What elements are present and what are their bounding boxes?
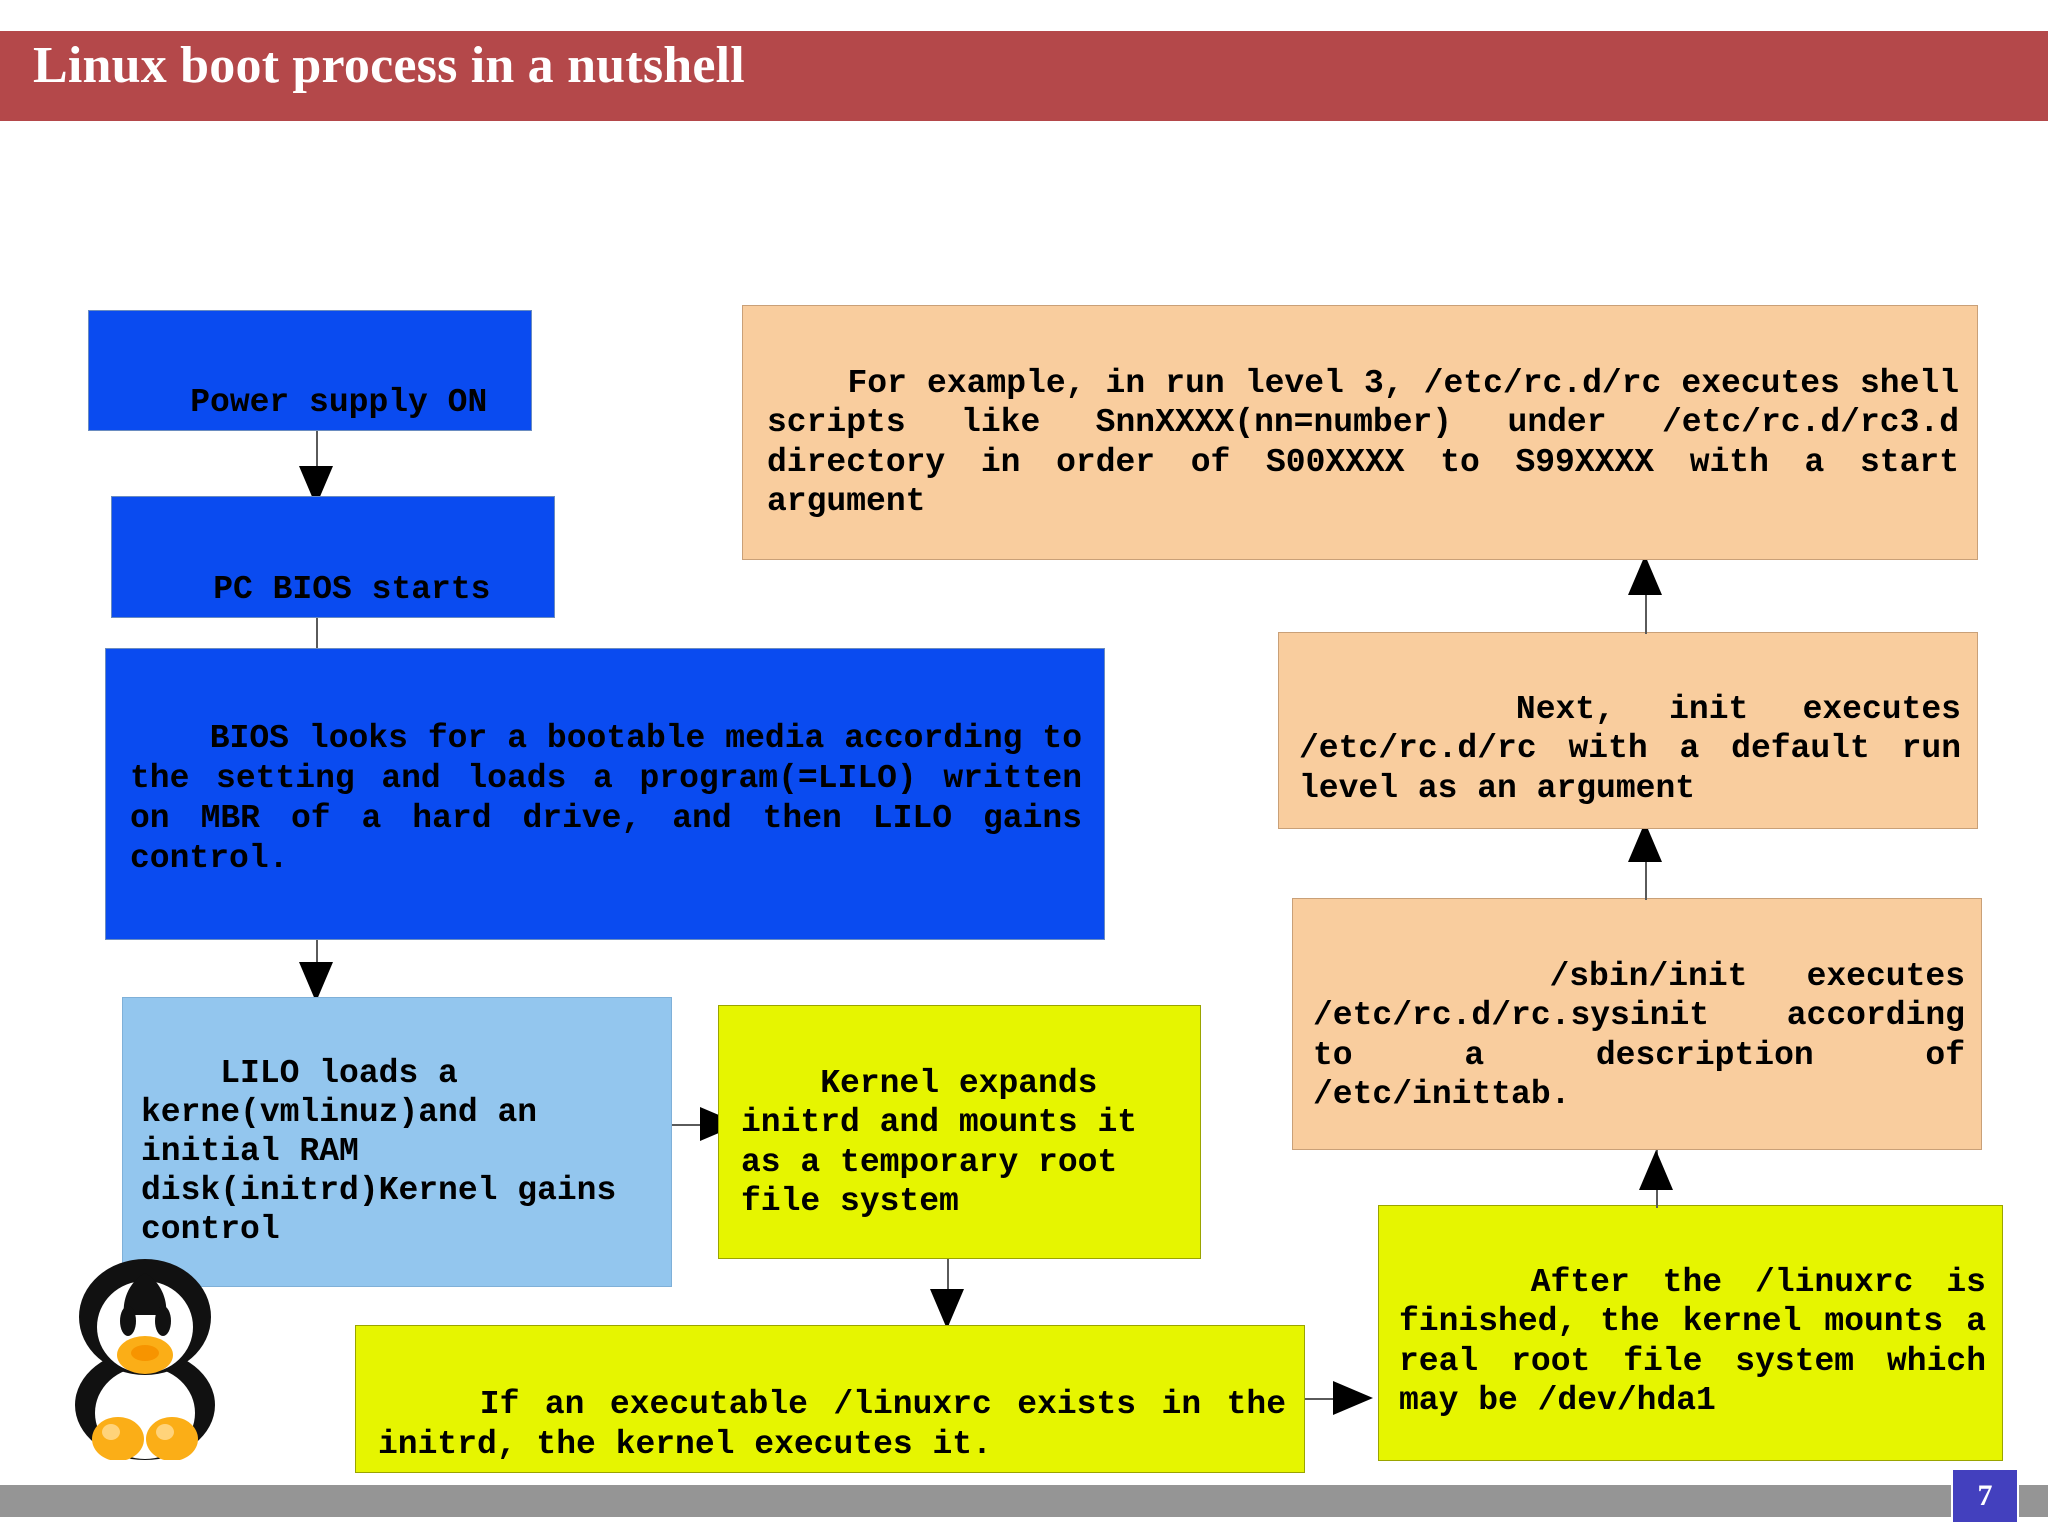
page-title: Linux boot process in a nutshell	[33, 37, 745, 94]
flow-box-pc-bios: PC BIOS starts	[111, 496, 555, 618]
flow-box-after-linuxrc-text: After the /linuxrc is finished, the kern…	[1399, 1263, 1986, 1420]
flow-box-next-init-text: Next, init executes /etc/rc.d/rc with a …	[1299, 690, 1961, 807]
flow-box-for-example-text: For example, in run level 3, /etc/rc.d/r…	[767, 364, 1978, 521]
flow-box-kernel-expands-text: Kernel expands initrd and mounts it as a…	[741, 1064, 1157, 1221]
page-number-badge: 7	[1951, 1468, 2019, 1524]
flow-box-next-init: Next, init executes /etc/rc.d/rc with a …	[1278, 632, 1978, 829]
flow-box-for-example: For example, in run level 3, /etc/rc.d/r…	[742, 305, 1978, 560]
arrow-after-to-sbininit	[1639, 1150, 1673, 1190]
arrow-linuxrc-to-after	[1333, 1381, 1373, 1415]
flow-box-power-supply-text: Power supply ON	[190, 383, 488, 421]
arrow-next-to-example	[1628, 555, 1662, 595]
flow-box-sbin-init: /sbin/init executes /etc/rc.d/rc.sysinit…	[1292, 898, 1982, 1150]
connector-line-next-to-example	[1645, 560, 1647, 634]
flow-box-bios-looks: BIOS looks for a bootable media accordin…	[105, 648, 1105, 940]
flow-box-pc-bios-text: PC BIOS starts	[213, 570, 491, 608]
arrow-lookup-to-lilo	[299, 962, 333, 1002]
flow-box-lilo-loads-text: LILO loads a kerne(vmlinuz)and an initia…	[141, 1054, 637, 1248]
flow-box-lilo-loads: LILO loads a kerne(vmlinuz)and an initia…	[122, 997, 672, 1287]
flow-box-kernel-expands: Kernel expands initrd and mounts it as a…	[718, 1005, 1201, 1259]
flow-box-linuxrc: If an executable /linuxrc exists in the …	[355, 1325, 1305, 1473]
connector-line-linuxrc-to-after	[1305, 1398, 1355, 1400]
connector-line-sbininit-to-next	[1645, 828, 1647, 900]
tux-penguin-icon	[75, 1259, 215, 1460]
connector-line-lilo-to-kernel	[672, 1124, 720, 1126]
arrow-kernel-to-linuxrc	[930, 1289, 964, 1329]
title-banner	[0, 31, 2048, 121]
flow-box-linuxrc-text: If an executable /linuxrc exists in the …	[378, 1386, 1305, 1463]
flow-box-bios-looks-text: BIOS looks for a bootable media accordin…	[130, 719, 1102, 877]
flow-box-after-linuxrc: After the /linuxrc is finished, the kern…	[1378, 1205, 2003, 1461]
footer-bar	[0, 1485, 2048, 1517]
flow-box-power-supply: Power supply ON	[88, 310, 532, 431]
flow-box-sbin-init-text: /sbin/init executes /etc/rc.d/rc.sysinit…	[1313, 957, 1966, 1114]
